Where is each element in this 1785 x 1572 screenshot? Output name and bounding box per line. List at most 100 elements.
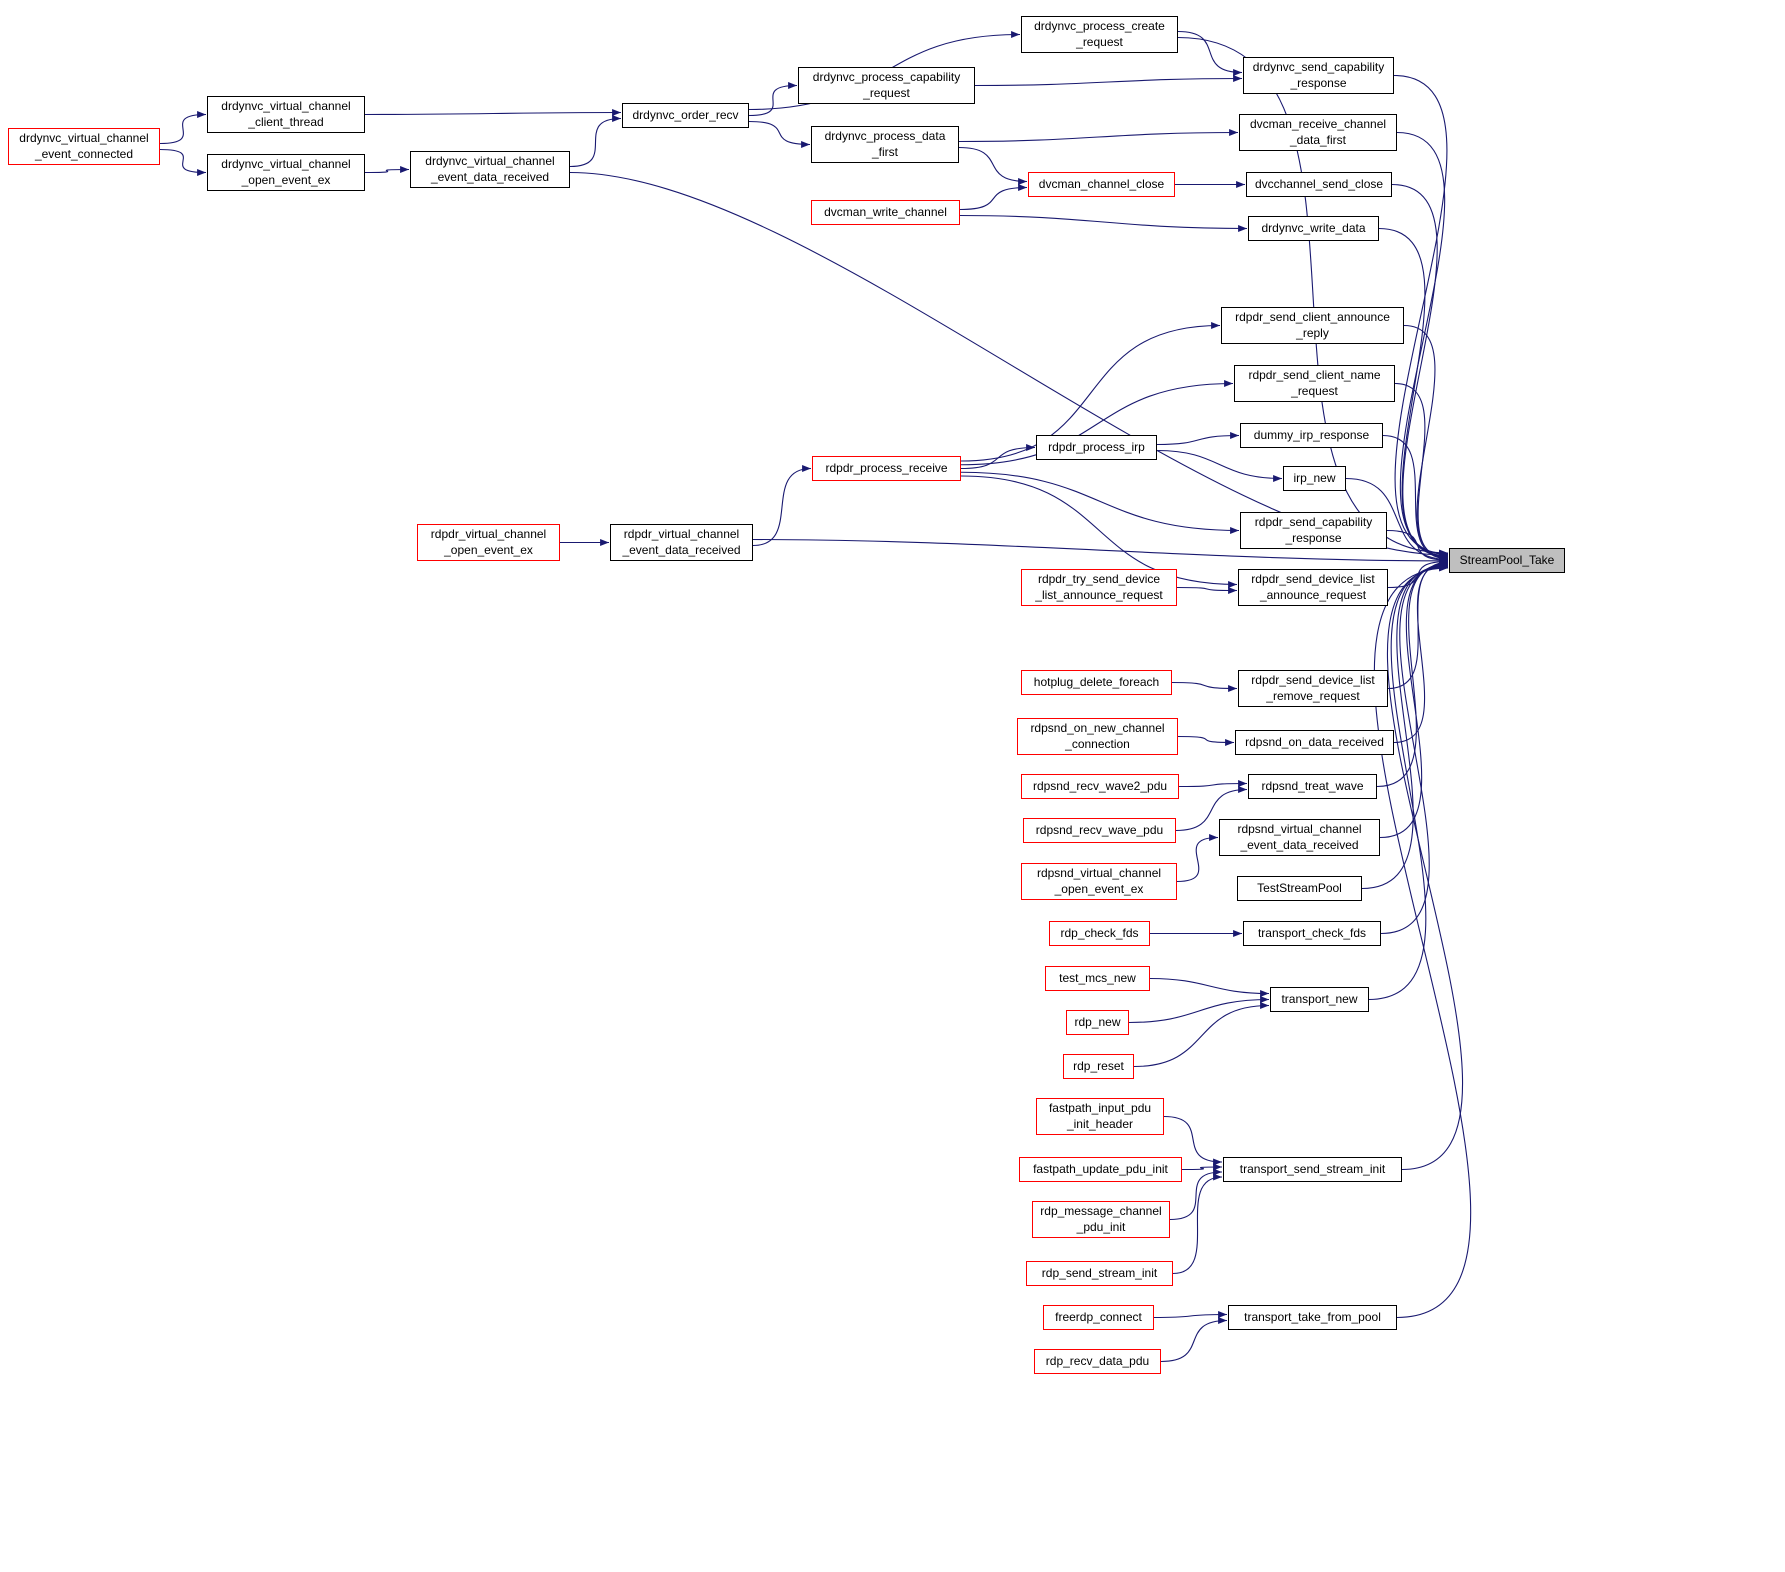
node-label: dummy_irp_response <box>1253 427 1370 442</box>
node-label: transport_take_from_pool <box>1244 1309 1381 1324</box>
edge-rdpsnd_recv_wave2_pdu--rdpsnd_treat_wave <box>1178 780 1248 788</box>
edge-drdynvc_process_capability_request--drdynvc_send_capability_response <box>974 75 1243 87</box>
node-label: fastpath_input_pdu <box>1048 1100 1152 1115</box>
node-rdp_message_channel_pdu_init[interactable]: rdp_message_channel_pdu_init <box>1032 1201 1170 1238</box>
node-label: StreamPool_Take <box>1459 552 1555 567</box>
node-label: _event_data_received <box>1240 837 1359 852</box>
node-rdp_send_stream_init[interactable]: rdp_send_stream_init <box>1026 1261 1173 1286</box>
node-label: drdynvc_process_data <box>824 128 946 143</box>
node-drdynvc_virtual_channel_event_data_received[interactable]: drdynvc_virtual_channel_event_data_recei… <box>410 151 570 188</box>
edge-freerdp_connect--transport_take_from_pool <box>1153 1311 1228 1319</box>
edge-rdpdr_virtual_channel_event_data_received--rdpdr_process_receive <box>752 465 812 547</box>
node-StreamPool_Take: StreamPool_Take <box>1449 548 1565 573</box>
node-label: _announce_request <box>1259 587 1367 602</box>
edge-rdpdr_send_client_announce_reply--StreamPool_Take <box>1403 324 1449 561</box>
node-label: hotplug_delete_foreach <box>1033 674 1160 689</box>
node-label: rdpdr_send_client_announce <box>1235 309 1390 324</box>
node-rdpdr_send_client_name_request[interactable]: rdpdr_send_client_name_request <box>1234 365 1395 402</box>
node-drdynvc_order_recv[interactable]: drdynvc_order_recv <box>622 103 749 128</box>
node-rdpdr_virtual_channel_event_data_received[interactable]: rdpdr_virtual_channel_event_data_receive… <box>610 524 753 561</box>
node-label: rdpsnd_virtual_channel <box>1237 821 1362 836</box>
node-dvcman_receive_channel_data_first[interactable]: dvcman_receive_channel_data_first <box>1239 114 1397 151</box>
node-label: rdpsnd_virtual_channel <box>1036 865 1162 880</box>
node-label: irp_new <box>1293 470 1336 485</box>
node-rdpsnd_recv_wave2_pdu[interactable]: rdpsnd_recv_wave2_pdu <box>1021 774 1179 799</box>
node-rdpsnd_recv_wave_pdu[interactable]: rdpsnd_recv_wave_pdu <box>1023 818 1176 843</box>
node-rdpsnd_treat_wave[interactable]: rdpsnd_treat_wave <box>1248 774 1377 799</box>
node-drdynvc_virtual_channel_open_event_ex[interactable]: drdynvc_virtual_channel_open_event_ex <box>207 154 365 191</box>
node-rdpsnd_virtual_channel_open_event_ex[interactable]: rdpsnd_virtual_channel_open_event_ex <box>1021 863 1177 900</box>
node-label: drdynvc_virtual_channel <box>221 98 351 113</box>
node-test_mcs_new[interactable]: test_mcs_new <box>1045 966 1150 991</box>
node-drdynvc_process_data_first[interactable]: drdynvc_process_data_first <box>811 126 959 163</box>
node-label: rdpsnd_recv_wave2_pdu <box>1032 778 1168 793</box>
edge-rdpsnd_virtual_channel_event_data_received--StreamPool_Take <box>1379 560 1449 839</box>
node-label: rdp_check_fds <box>1060 925 1139 940</box>
node-freerdp_connect[interactable]: freerdp_connect <box>1043 1305 1154 1330</box>
edge-rdpdr_process_irp--irp_new <box>1156 449 1283 482</box>
node-label: drdynvc_virtual_channel <box>19 130 149 145</box>
node-dummy_irp_response[interactable]: dummy_irp_response <box>1240 423 1383 448</box>
node-rdpdr_send_device_list_remove_request[interactable]: rdpdr_send_device_list_remove_request <box>1238 670 1388 707</box>
node-label: rdp_send_stream_init <box>1041 1265 1158 1280</box>
node-rdp_recv_data_pdu[interactable]: rdp_recv_data_pdu <box>1034 1349 1161 1374</box>
node-hotplug_delete_foreach[interactable]: hotplug_delete_foreach <box>1021 670 1172 695</box>
node-label: _open_event_ex <box>241 172 331 187</box>
node-drdynvc_process_create_request[interactable]: drdynvc_process_create_request <box>1021 16 1178 53</box>
node-label: fastpath_update_pdu_init <box>1033 1161 1168 1176</box>
edge-drdynvc_order_recv--drdynvc_process_capability_request <box>748 82 798 117</box>
node-transport_take_from_pool[interactable]: transport_take_from_pool <box>1228 1305 1397 1330</box>
node-rdpdr_virtual_channel_open_event_ex[interactable]: rdpdr_virtual_channel_open_event_ex <box>417 524 560 561</box>
node-dvcman_channel_close[interactable]: dvcman_channel_close <box>1028 172 1175 197</box>
edge-drdynvc_send_capability_response--StreamPool_Take <box>1393 74 1449 558</box>
node-label: drdynvc_order_recv <box>632 107 739 122</box>
node-fastpath_update_pdu_init[interactable]: fastpath_update_pdu_init <box>1019 1157 1182 1182</box>
node-drdynvc_send_capability_response[interactable]: drdynvc_send_capability_response <box>1243 57 1394 94</box>
node-label: dvcman_receive_channel <box>1249 116 1387 131</box>
node-dvcchannel_send_close[interactable]: dvcchannel_send_close <box>1246 172 1392 197</box>
node-rdp_check_fds[interactable]: rdp_check_fds <box>1049 921 1150 946</box>
node-drdynvc_virtual_channel_event_connected[interactable]: drdynvc_virtual_channel_event_connected <box>8 128 160 165</box>
edge-drdynvc_order_recv--drdynvc_process_data_first <box>748 120 811 148</box>
edge-transport_check_fds--StreamPool_Take <box>1380 562 1449 935</box>
node-rdpdr_send_device_list_announce_request[interactable]: rdpdr_send_device_list_announce_request <box>1238 569 1388 606</box>
node-rdpsnd_virtual_channel_event_data_received[interactable]: rdpsnd_virtual_channel_event_data_receiv… <box>1219 819 1380 856</box>
node-rdpdr_send_capability_response[interactable]: rdpdr_send_capability_response <box>1240 512 1387 549</box>
node-drdynvc_virtual_channel_client_thread[interactable]: drdynvc_virtual_channel_client_thread <box>207 96 365 133</box>
node-rdpsnd_on_new_channel_connection[interactable]: rdpsnd_on_new_channel_connection <box>1017 718 1178 755</box>
edge-drdynvc_virtual_channel_event_connected--drdynvc_virtual_channel_client_thread <box>159 111 207 145</box>
node-label: rdpdr_send_device_list <box>1251 672 1375 687</box>
edge-rdpsnd_virtual_channel_open_event_ex--rdpsnd_virtual_channel_event_data_received <box>1176 834 1219 883</box>
edge-drdynvc_virtual_channel_client_thread--drdynvc_order_recv <box>364 109 622 116</box>
node-rdpdr_process_irp[interactable]: rdpdr_process_irp <box>1036 435 1157 460</box>
node-label: dvcchannel_send_close <box>1254 176 1384 191</box>
node-label: rdpdr_send_device_list <box>1251 571 1375 586</box>
edge-drdynvc_process_data_first--dvcman_receive_channel_data_first <box>958 129 1239 143</box>
node-label: drdynvc_process_capability <box>812 69 961 84</box>
node-rdp_reset[interactable]: rdp_reset <box>1063 1054 1134 1079</box>
node-drdynvc_write_data[interactable]: drdynvc_write_data <box>1248 216 1379 241</box>
node-rdpdr_try_send_device_list_announce_request[interactable]: rdpdr_try_send_device_list_announce_requ… <box>1021 569 1177 606</box>
node-label: _data_first <box>1289 132 1347 147</box>
node-irp_new[interactable]: irp_new <box>1283 466 1346 491</box>
node-TestStreamPool[interactable]: TestStreamPool <box>1237 876 1362 901</box>
edge-rdp_message_channel_pdu_init--transport_send_stream_init <box>1169 1168 1223 1221</box>
node-drdynvc_process_capability_request[interactable]: drdynvc_process_capability_request <box>798 67 975 104</box>
node-rdpsnd_on_data_received[interactable]: rdpsnd_on_data_received <box>1235 730 1394 755</box>
node-label: drdynvc_send_capability <box>1252 59 1385 74</box>
node-rdpdr_send_client_announce_reply[interactable]: rdpdr_send_client_announce_reply <box>1221 307 1404 344</box>
edge-rdpdr_try_send_device_list_announce_request--rdpdr_send_device_list_announce_request <box>1176 586 1238 594</box>
node-transport_new[interactable]: transport_new <box>1270 987 1369 1012</box>
edge-drdynvc_virtual_channel_event_connected--drdynvc_virtual_channel_open_event_ex <box>159 148 207 176</box>
node-dvcman_write_channel[interactable]: dvcman_write_channel <box>811 200 960 225</box>
node-rdp_new[interactable]: rdp_new <box>1066 1010 1129 1035</box>
node-fastpath_input_pdu_init_header[interactable]: fastpath_input_pdu_init_header <box>1036 1098 1164 1135</box>
node-rdpdr_process_receive[interactable]: rdpdr_process_receive <box>812 456 961 481</box>
node-transport_send_stream_init[interactable]: transport_send_stream_init <box>1223 1157 1402 1182</box>
node-label: dvcman_write_channel <box>824 204 947 219</box>
node-transport_check_fds[interactable]: transport_check_fds <box>1243 921 1381 946</box>
node-label: drdynvc_virtual_channel <box>425 153 555 168</box>
node-label: rdpdr_try_send_device <box>1037 571 1161 586</box>
